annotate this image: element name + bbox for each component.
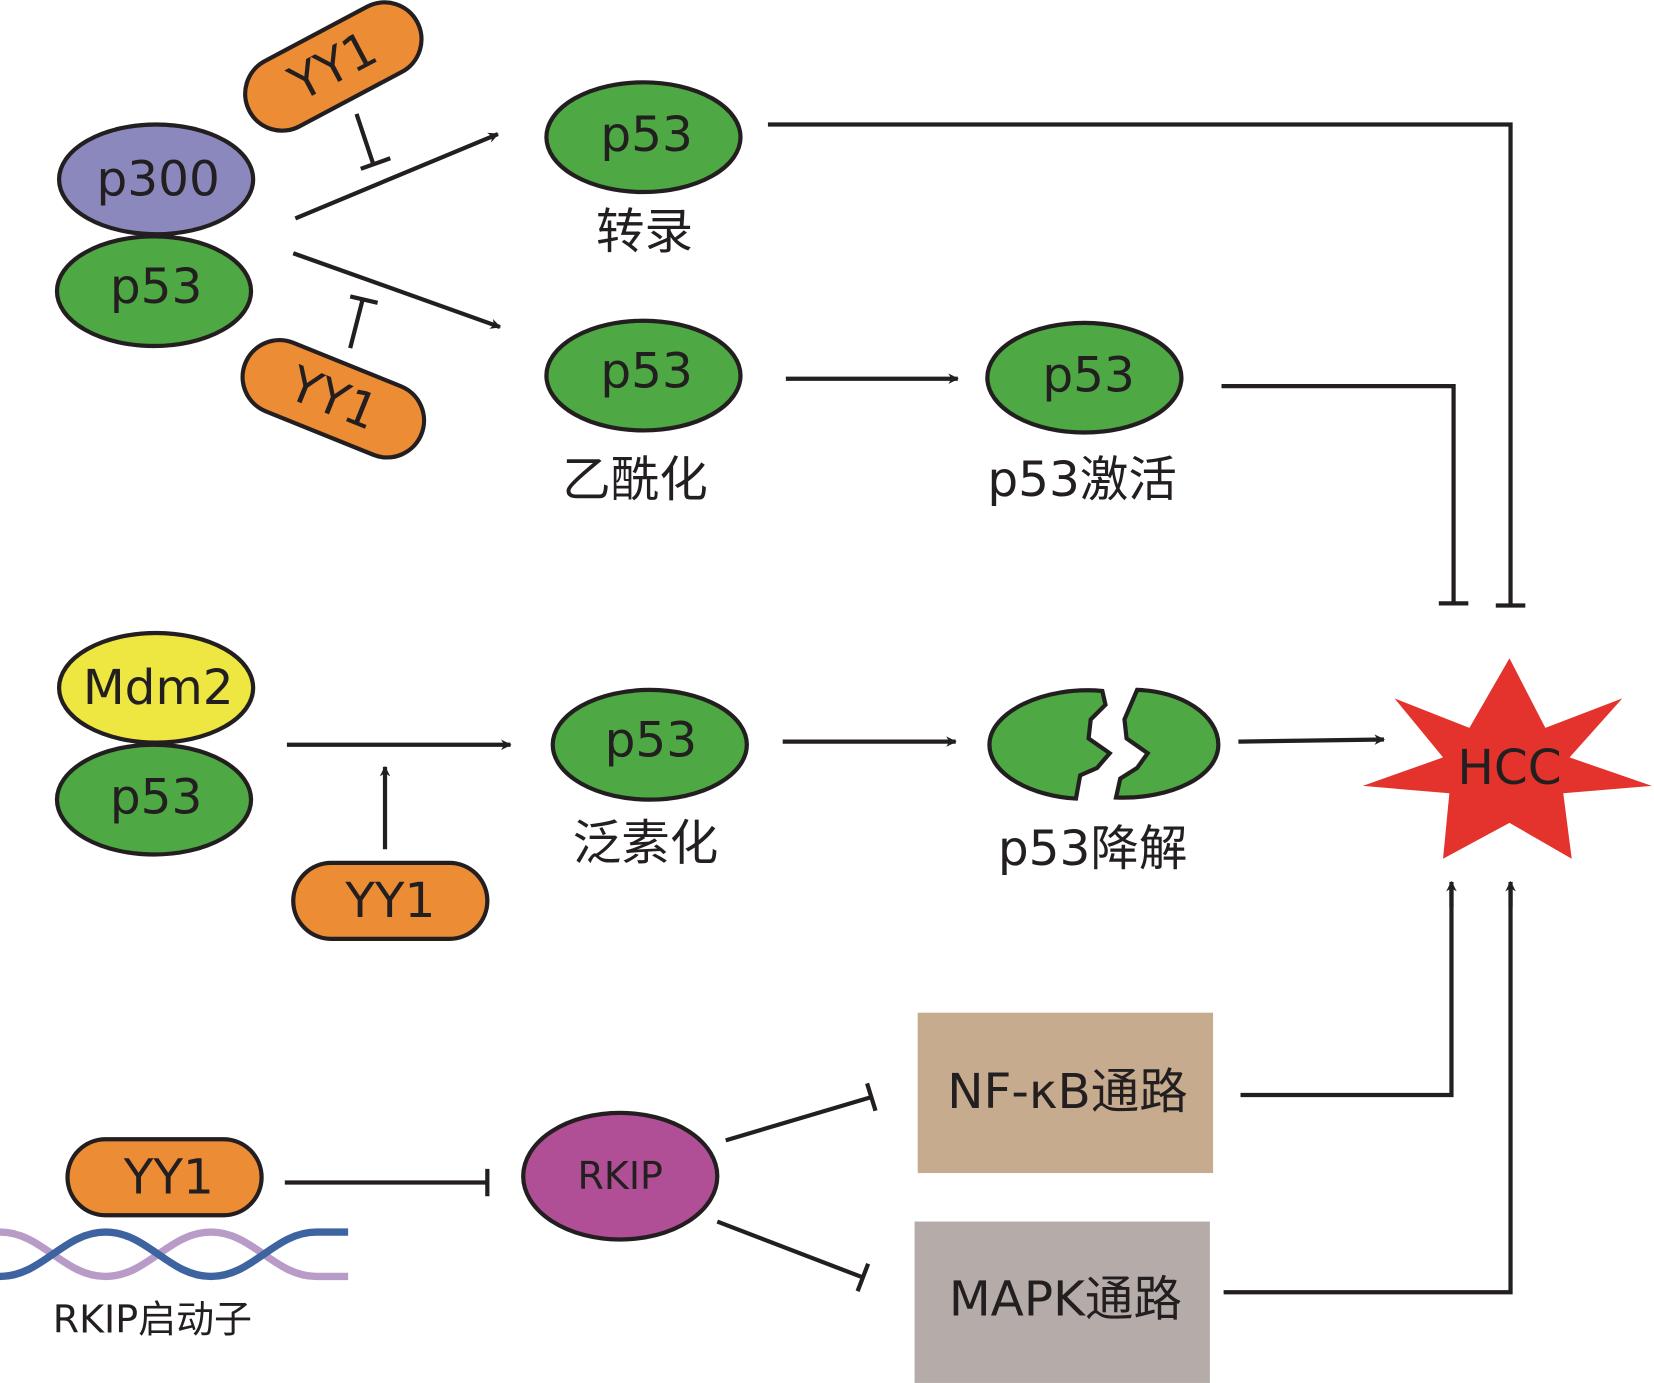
- mdm2-node: Mdm2: [56, 630, 256, 745]
- p53-node-complex2: p53: [54, 742, 254, 857]
- nfkb-pathway-node: NF-κB通路: [917, 1012, 1214, 1174]
- yy1-inhibits-rkip: [284, 1168, 490, 1197]
- degradation-to-hcc: [1238, 734, 1386, 745]
- svg-text:p53: p53: [600, 343, 693, 399]
- nfkb-to-hcc: [1240, 886, 1454, 1098]
- hcc-node: HCC: [1362, 658, 1652, 859]
- label-degradation: p53降解: [998, 821, 1188, 877]
- svg-text:YY1: YY1: [280, 356, 385, 442]
- rkip-node: RKIP: [521, 1110, 720, 1242]
- p53-ubiquitination-node: p53: [550, 687, 749, 802]
- mapk-pathway-node: MAPK通路: [914, 1221, 1210, 1383]
- svg-text:p53: p53: [110, 259, 203, 315]
- yy1-node-top: YY1: [243, 0, 424, 133]
- svg-text:MAPK通路: MAPK通路: [949, 1272, 1182, 1328]
- p53-transcription-node: p53: [544, 80, 743, 195]
- svg-text:p53: p53: [605, 713, 698, 769]
- rkip-promoter-dna-icon: [0, 1228, 349, 1281]
- label-ubiquitination: 泛素化: [573, 816, 719, 872]
- p53-activation-node: p53: [985, 320, 1184, 435]
- svg-text:YY1: YY1: [344, 873, 435, 929]
- label-promoter: RKIP启动子: [53, 1297, 252, 1341]
- p53-node-complex1: p53: [54, 234, 254, 349]
- rkip-inhibits-mapk: [716, 1219, 871, 1292]
- svg-text:YY1: YY1: [123, 1149, 214, 1205]
- svg-text:p300: p300: [97, 151, 220, 207]
- transcription-inhibits-hcc: [767, 122, 1526, 608]
- label-transcription: 转录: [596, 204, 693, 260]
- svg-text:RKIP: RKIP: [578, 1154, 663, 1198]
- mapk-to-hcc: [1223, 886, 1513, 1295]
- p300-node: p300: [56, 122, 256, 237]
- p53-acetylation-node: p53: [544, 318, 743, 433]
- activation-inhibits-hcc: [1221, 384, 1469, 606]
- svg-text:HCC: HCC: [1457, 740, 1561, 796]
- arrow-to-acetylation: [292, 251, 501, 330]
- svg-text:Mdm2: Mdm2: [83, 660, 234, 716]
- yy1-node-promoter: YY1: [65, 1137, 264, 1218]
- label-activation: p53激活: [987, 452, 1177, 508]
- yy1-node-mid: YY1: [240, 338, 427, 460]
- svg-text:p53: p53: [110, 770, 203, 826]
- yy1-inhibits-acetylation: [348, 294, 379, 349]
- svg-text:p53: p53: [600, 107, 693, 163]
- svg-text:NF-κB通路: NF-κB通路: [947, 1064, 1188, 1120]
- arrow-to-transcription: [294, 132, 499, 221]
- degraded-p53-icon: [987, 687, 1221, 801]
- label-acetylation: 乙酰化: [562, 452, 708, 508]
- yy1-node-ubiquitination: YY1: [291, 860, 490, 941]
- svg-text:p53: p53: [1042, 348, 1135, 404]
- rkip-inhibits-nfkb: [725, 1082, 878, 1143]
- yy1-inhibits-transcription: [354, 113, 392, 171]
